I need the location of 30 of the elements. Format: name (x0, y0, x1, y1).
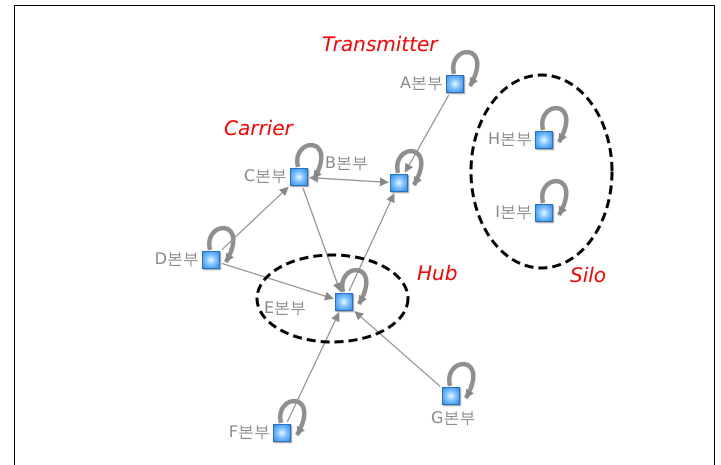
node-label: A본부 (400, 75, 443, 91)
arrow (222, 186, 289, 250)
group-label: Silo (570, 265, 606, 285)
arrow (348, 193, 395, 292)
node-label: D본부 (154, 251, 199, 267)
arrow (404, 94, 450, 173)
self-loop-arrow (540, 179, 568, 216)
self-loop-arrow (447, 362, 476, 399)
group-label: Hub (417, 263, 458, 283)
self-loop-arrow (207, 226, 236, 263)
self-loop-arrow (278, 399, 306, 436)
self-loop-arrow (451, 50, 480, 87)
self-loop-arrow (395, 149, 424, 186)
node-label: E본부 (264, 300, 306, 316)
role-label: Transmitter (322, 34, 438, 54)
node-label: C본부 (244, 168, 287, 184)
role-label: Carrier (224, 118, 293, 138)
arrow (354, 311, 440, 387)
arrow (309, 174, 389, 186)
self-loop-arrow (340, 268, 368, 305)
self-loop-arrow (540, 106, 568, 143)
arrow (302, 188, 342, 292)
self-loop-arrow (295, 143, 324, 180)
node-label: H본부 (488, 131, 532, 147)
node-label: B본부 (325, 155, 368, 171)
node-label: I본부 (495, 204, 532, 220)
arrow (222, 262, 334, 300)
arrow (286, 312, 340, 422)
node-label: G본부 (431, 410, 476, 426)
node-label: F본부 (228, 424, 270, 440)
